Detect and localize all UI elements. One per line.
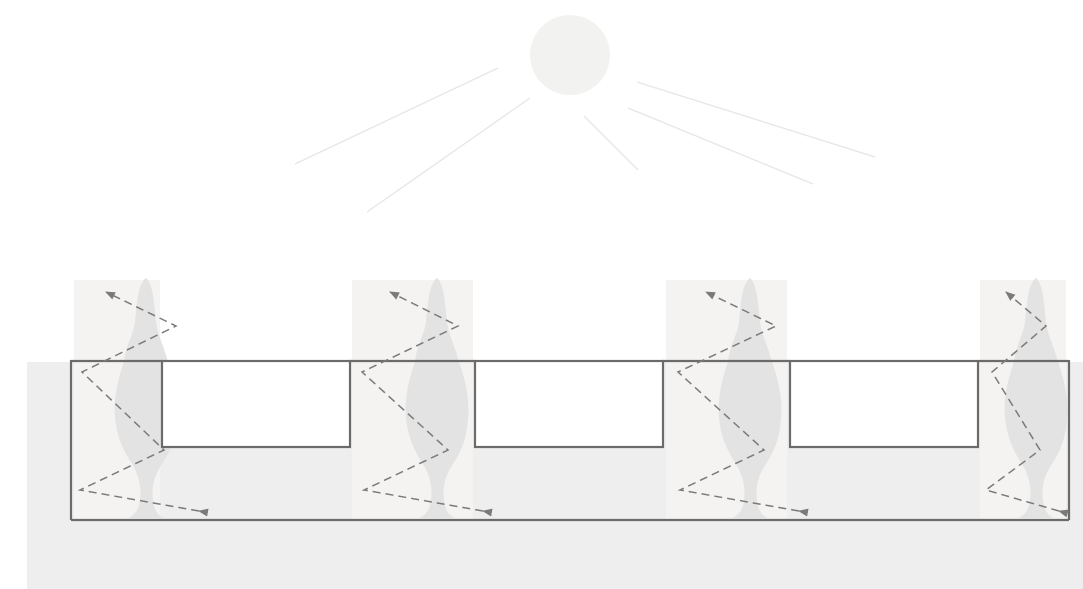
sun-rays	[294, 67, 876, 213]
sun-ray	[636, 81, 876, 158]
sun-icon	[530, 15, 610, 95]
courtyard-1	[160, 359, 352, 449]
sun-ray	[294, 67, 499, 165]
sun-ray	[627, 107, 814, 185]
airflow-arrow-4	[984, 291, 1069, 518]
courtyard-3	[788, 359, 980, 449]
airflow-arrow-2	[360, 291, 493, 517]
airflow-arrow-1	[77, 291, 209, 517]
courtyard-2	[473, 359, 665, 449]
sun-ray	[583, 115, 639, 171]
sun-group	[294, 15, 876, 213]
airflow-arrows	[77, 291, 1069, 518]
sun-ray	[366, 97, 531, 213]
